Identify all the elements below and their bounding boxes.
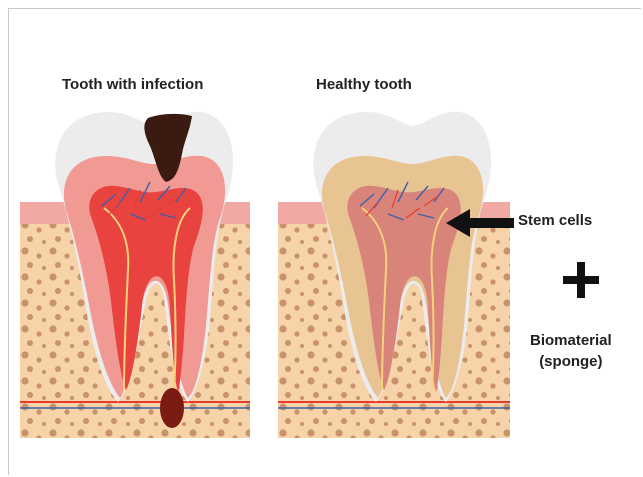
- arrow-left-icon: [446, 209, 514, 237]
- biomaterial-label: Biomaterial (sponge): [530, 330, 612, 372]
- healthy-tooth-illustration: [278, 90, 510, 440]
- biomaterial-label-line2: (sponge): [530, 351, 612, 372]
- biomaterial-label-line1: Biomaterial: [530, 330, 612, 351]
- infected-tooth-illustration: [20, 90, 250, 440]
- stem-cells-label: Stem cells: [518, 212, 592, 229]
- plus-icon: [563, 262, 599, 298]
